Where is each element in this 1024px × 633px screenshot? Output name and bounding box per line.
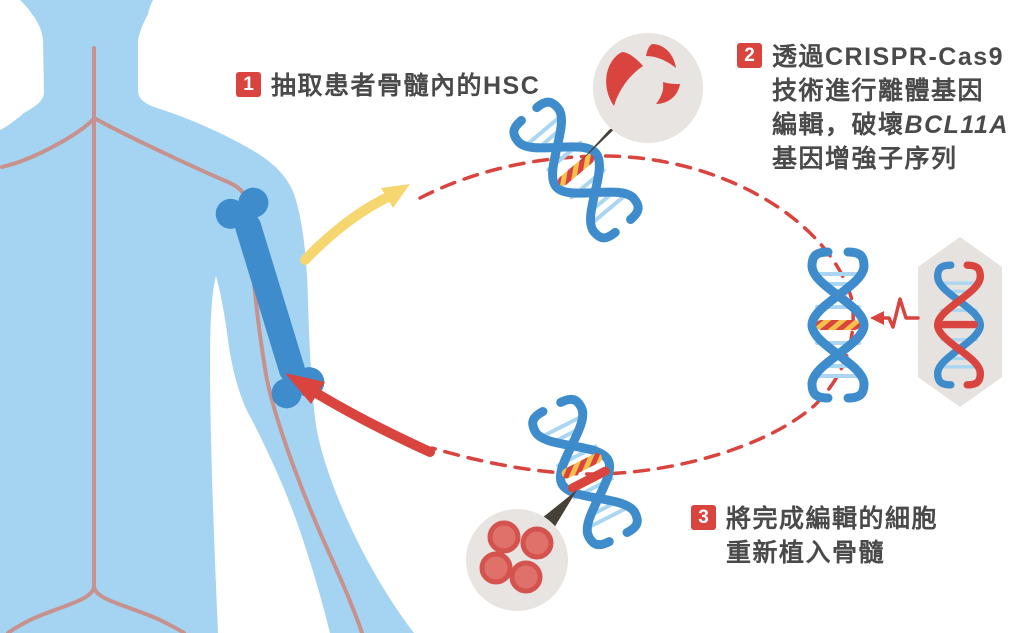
edited-segment [561,453,602,479]
dna-helix-bottom-icon [528,394,642,550]
step-2-line-3: 編輯，破壞BCL11A [772,108,1009,142]
edited-segment [816,320,860,330]
gene-name: BCL11A [904,111,1009,139]
step-2-line-2: 技術進行離體基因 [772,77,985,105]
blood-cells-icon [479,520,554,594]
dna-helix-top-icon [509,97,643,243]
cas9-protein-callout [579,33,703,163]
pulse-arrow-icon [870,297,920,329]
step-3-line-2: 重新植入骨髓 [726,539,886,567]
callout-pointer [579,120,624,163]
callout-pointer [542,490,577,528]
human-body-silhouette [0,0,414,633]
blood-vessel-lines [0,46,364,633]
step-1: 1 抽取患者骨髓內的HSC [236,69,540,103]
crispr-dna-icon [933,261,985,389]
step-3-line-1: 將完成編輯的細胞 [726,505,939,533]
step-2-line-3-text: 編輯，破壞 [772,111,905,139]
step-2-line-1: 透過CRISPR-Cas9 [772,43,1005,71]
step-2: 2 透過CRISPR-Cas9 技術進行離體基因 編輯，破壞BCL11A 基因增… [737,40,1009,176]
edited-cells-callout [466,490,577,611]
step-3-badge: 3 [691,505,716,530]
extract-arrow [300,184,410,265]
crispr-hexagon-badge [918,237,1002,407]
step-3-label: 將完成編輯的細胞 重新植入骨髓 [726,502,938,570]
step-1-badge: 1 [236,72,261,97]
step-2-label: 透過CRISPR-Cas9 技術進行離體基因 編輯，破壞BCL11A 基因增強子… [772,40,1009,176]
dna-helix-right-icon [807,247,869,403]
step-2-line-4: 基因增強子序列 [772,145,958,173]
step-2-badge: 2 [737,43,762,68]
disrupted-segment [940,320,978,329]
step-3: 3 將完成編輯的細胞 重新植入骨髓 [691,502,938,570]
step-1-label: 抽取患者骨髓內的HSC [271,72,541,100]
edited-segment [557,154,595,186]
disrupted-segment [567,466,610,493]
cas9-protein-icon [606,44,680,106]
reinfuse-arrow [285,373,435,457]
